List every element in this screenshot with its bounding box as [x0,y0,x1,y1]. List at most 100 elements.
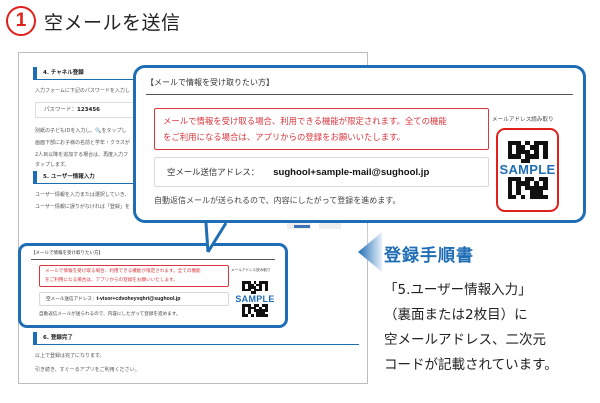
qr-module [516,177,521,182]
qr-module [256,314,260,317]
qr-module [525,185,530,191]
qr-module [259,283,263,287]
qr-module [507,194,512,199]
qr-module [247,306,251,310]
qr-module [520,145,526,150]
qr-module [525,177,530,182]
qr-module [543,141,548,146]
qr-module [538,190,544,195]
email-section-heading: 【メールで情報を受け取りたい方】 [146,74,573,95]
qr-module [516,190,521,195]
warning-text: メールで情報を受け取る場合、利用できる機能が限定されます。全ての機能 [163,116,447,126]
qr-module [538,141,544,146]
qr-module [262,281,266,284]
qr-module [534,149,539,155]
qr-module [247,309,251,312]
doc-text: ユーザー情報に誤りがなければ「登録」を [35,204,130,210]
qr-module [507,190,512,195]
qr-module [511,154,517,159]
qr-module [534,190,539,195]
qr-module [247,283,251,287]
email-address-label: 空メール送信アドレス： [167,167,260,177]
auto-reply-note: 自動返信メールが送られるので、内容にしたがって登録を進めます。 [39,312,181,317]
qr-module [265,309,268,312]
qr-module [247,311,251,315]
warning-text: メールで情報を受け取る場合、利用できる機能が限定されます。全ての機能 [45,269,201,274]
qr-module [543,194,548,199]
qr-module [543,177,548,182]
guide-line: （裏面または2枚目）に [384,307,528,323]
qr-module [534,185,539,191]
doc-text: 画面下部にお子様の名前と学年・クラスが [35,140,130,146]
qr-module [242,309,245,312]
step-number-badge: 1 [6,6,36,36]
qr-module [265,314,268,317]
qr-module [520,149,526,155]
qr-module [253,291,257,294]
qr-module [525,154,530,159]
qr-module [534,194,539,199]
doc-text: 2人目以降を追加する場合は、再度入力フ [35,152,129,158]
qr-module [520,194,526,199]
auto-reply-note: 自動返信メールが送られるので、内容にしたがって登録を進めます。 [154,196,401,205]
qr-module [253,281,257,284]
qr-module [242,286,245,289]
qr-module [242,304,245,307]
doc-text: 以上で登録は完了になります。 [35,353,105,359]
doc-text: ユーザー情報を入力または選択していき、 [35,192,130,198]
qr-module [507,181,512,186]
step-heading: 1 空メールを送信 [6,6,181,36]
qr-pattern [507,177,548,199]
qr-pattern [242,304,268,317]
qr-module [543,154,548,159]
qr-module [507,154,512,159]
doc-text: 入力フォームに下記のパスワードを入力し [35,88,130,94]
email-address-value[interactable]: sughool+sample-mail@sughool.jp [273,167,430,178]
qr-code: SAMPLE [496,128,559,212]
qr-module [516,154,521,159]
qr-module [507,185,512,191]
qr-module [262,304,266,307]
qr-module [516,149,521,155]
qr-module [256,283,260,287]
qr-module [259,288,263,292]
qr-module [534,145,539,150]
step-title: 空メールを送信 [44,11,181,34]
qr-module [250,286,254,289]
qr-module [538,185,544,191]
qr-module [253,306,257,310]
qr-module [259,309,263,312]
guide-title: 登録手順書 [384,246,474,266]
section-6-heading: 6. 登録完了 [33,332,359,345]
email-address-box: 空メール送信アドレス：t-visor+cdvoheyvqhri@sughool.… [39,292,229,306]
qr-module [242,306,245,310]
qr-module [259,306,263,310]
password-label: パスワード： [44,107,78,113]
qr-module [253,286,257,289]
qr-module [253,309,257,312]
qr-module [247,286,251,289]
qr-module [262,311,266,315]
qr-module [511,177,517,182]
qr-module [242,288,245,292]
warning-box: メールで情報を受け取る場合、利用できる機能が限定されます。全ての機能 をご利用に… [39,265,229,287]
qr-module [529,154,535,159]
qr-module [525,141,530,146]
guide-line: 空メールアドレス、二次元 [384,332,546,348]
left-arrow-icon [358,232,382,272]
qr-module [525,181,530,186]
qr-module [529,190,535,195]
qr-module [543,149,548,155]
qr-module [534,181,539,186]
qr-pattern [242,281,268,294]
guide-description: 「5.ユーザー情報入力」 （裏面または2枚目）に 空メールアドレス、二次元 コー… [384,278,558,378]
qr-module [242,311,245,315]
qr-module [259,281,263,284]
qr-module [265,286,268,289]
qr-module [516,141,521,146]
doc-text: 別紙の子どもIDを入力し、🔍をタップし [35,128,127,134]
qr-module [516,145,521,150]
email-address-box: 空メール送信アドレス： sughool+sample-mail@sughool.j… [154,157,489,187]
qr-module [265,281,268,284]
qr-module [525,158,530,163]
